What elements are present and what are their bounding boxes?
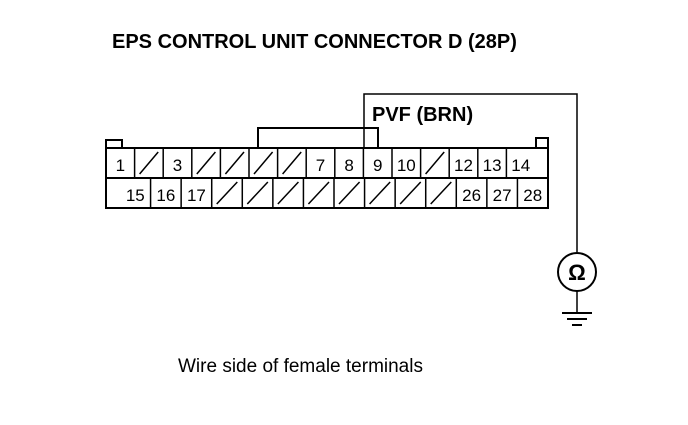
connector-empty-cavity xyxy=(419,148,445,178)
wire-label: PVF (BRN) xyxy=(372,104,473,126)
pin-number: 8 xyxy=(344,156,353,175)
connector-empty-cavity xyxy=(302,178,330,208)
connector-empty-cavity xyxy=(272,178,299,208)
connector-pin: 27 xyxy=(486,178,512,208)
pin-number: 16 xyxy=(156,186,175,205)
connector-pin: 7 xyxy=(305,148,325,178)
pin-number: 26 xyxy=(462,186,481,205)
cavity-slash xyxy=(246,181,269,205)
connector-pin: 13 xyxy=(477,148,502,178)
connector-empty-cavity xyxy=(424,178,452,208)
connector-pin: 28 xyxy=(516,178,542,208)
connector-lock-bracket xyxy=(257,127,379,149)
cavity-slash xyxy=(139,151,159,175)
diagram-title: EPS CONTROL UNIT CONNECTOR D (28P) xyxy=(112,31,517,53)
connector-pin: 14 xyxy=(505,148,530,178)
connector-empty-cavity xyxy=(363,178,391,208)
connector-pin: 8 xyxy=(334,148,354,178)
connector-right-tab xyxy=(535,137,549,148)
connector-pin: 1 xyxy=(116,156,125,175)
connector-bottom-row: 15 16 17 26 27 28 xyxy=(126,178,542,208)
cavity-slash xyxy=(338,181,361,205)
connector-empty-cavity xyxy=(191,148,216,178)
pin-number: 17 xyxy=(187,186,206,205)
pin-number: 14 xyxy=(511,156,530,175)
pin-number: 13 xyxy=(483,156,502,175)
cavity-slash xyxy=(307,181,330,205)
ohm-symbol: Ω xyxy=(568,260,586,285)
connector-empty-cavity xyxy=(133,148,159,178)
pin-number: 1 xyxy=(116,156,125,175)
connector-pin: 16 xyxy=(149,178,175,208)
pin-number: 28 xyxy=(523,186,542,205)
connector-empty-cavity xyxy=(333,178,361,208)
pin-number: 12 xyxy=(454,156,473,175)
connector-pin: 3 xyxy=(162,148,182,178)
connector-body xyxy=(105,127,549,209)
ground-icon xyxy=(562,312,592,326)
cavity-slash xyxy=(216,181,238,205)
pin-number: 10 xyxy=(397,156,416,175)
probe-wire-line xyxy=(363,93,578,252)
cavity-slash xyxy=(399,181,422,205)
connector-pin: 17 xyxy=(180,178,206,208)
pin-number: 3 xyxy=(173,156,182,175)
connector-pin: 12 xyxy=(448,148,473,178)
cavity-slash xyxy=(196,151,216,175)
cavity-slash xyxy=(282,151,302,175)
connector-pin: 10 xyxy=(391,148,416,178)
connector-empty-cavity xyxy=(241,178,269,208)
connector-empty-cavity xyxy=(276,148,302,178)
connector-empty-cavity xyxy=(219,148,245,178)
ohmmeter-icon: Ω xyxy=(557,252,597,292)
pin-number: 27 xyxy=(493,186,512,205)
pin-number: 7 xyxy=(316,156,325,175)
cavity-slash xyxy=(224,151,245,175)
cavity-slash xyxy=(253,151,274,175)
diagram-caption: Wire side of female terminals xyxy=(178,356,423,377)
probe-wire xyxy=(363,93,578,252)
connector-pin: 9 xyxy=(362,148,382,178)
pin-number: 9 xyxy=(373,156,382,175)
connector-pin: 15 xyxy=(126,186,145,205)
cavity-slash xyxy=(425,151,445,175)
connector-empty-cavity xyxy=(248,148,274,178)
connector-empty-cavity xyxy=(394,178,422,208)
connector-empty-cavity xyxy=(210,178,238,208)
connector-left-tab xyxy=(105,139,123,148)
connector-pin: 26 xyxy=(455,178,481,208)
pin-number: 15 xyxy=(126,186,145,205)
cavity-slash xyxy=(277,181,299,205)
cavity-slash xyxy=(369,181,391,205)
cavity-slash xyxy=(430,181,452,205)
